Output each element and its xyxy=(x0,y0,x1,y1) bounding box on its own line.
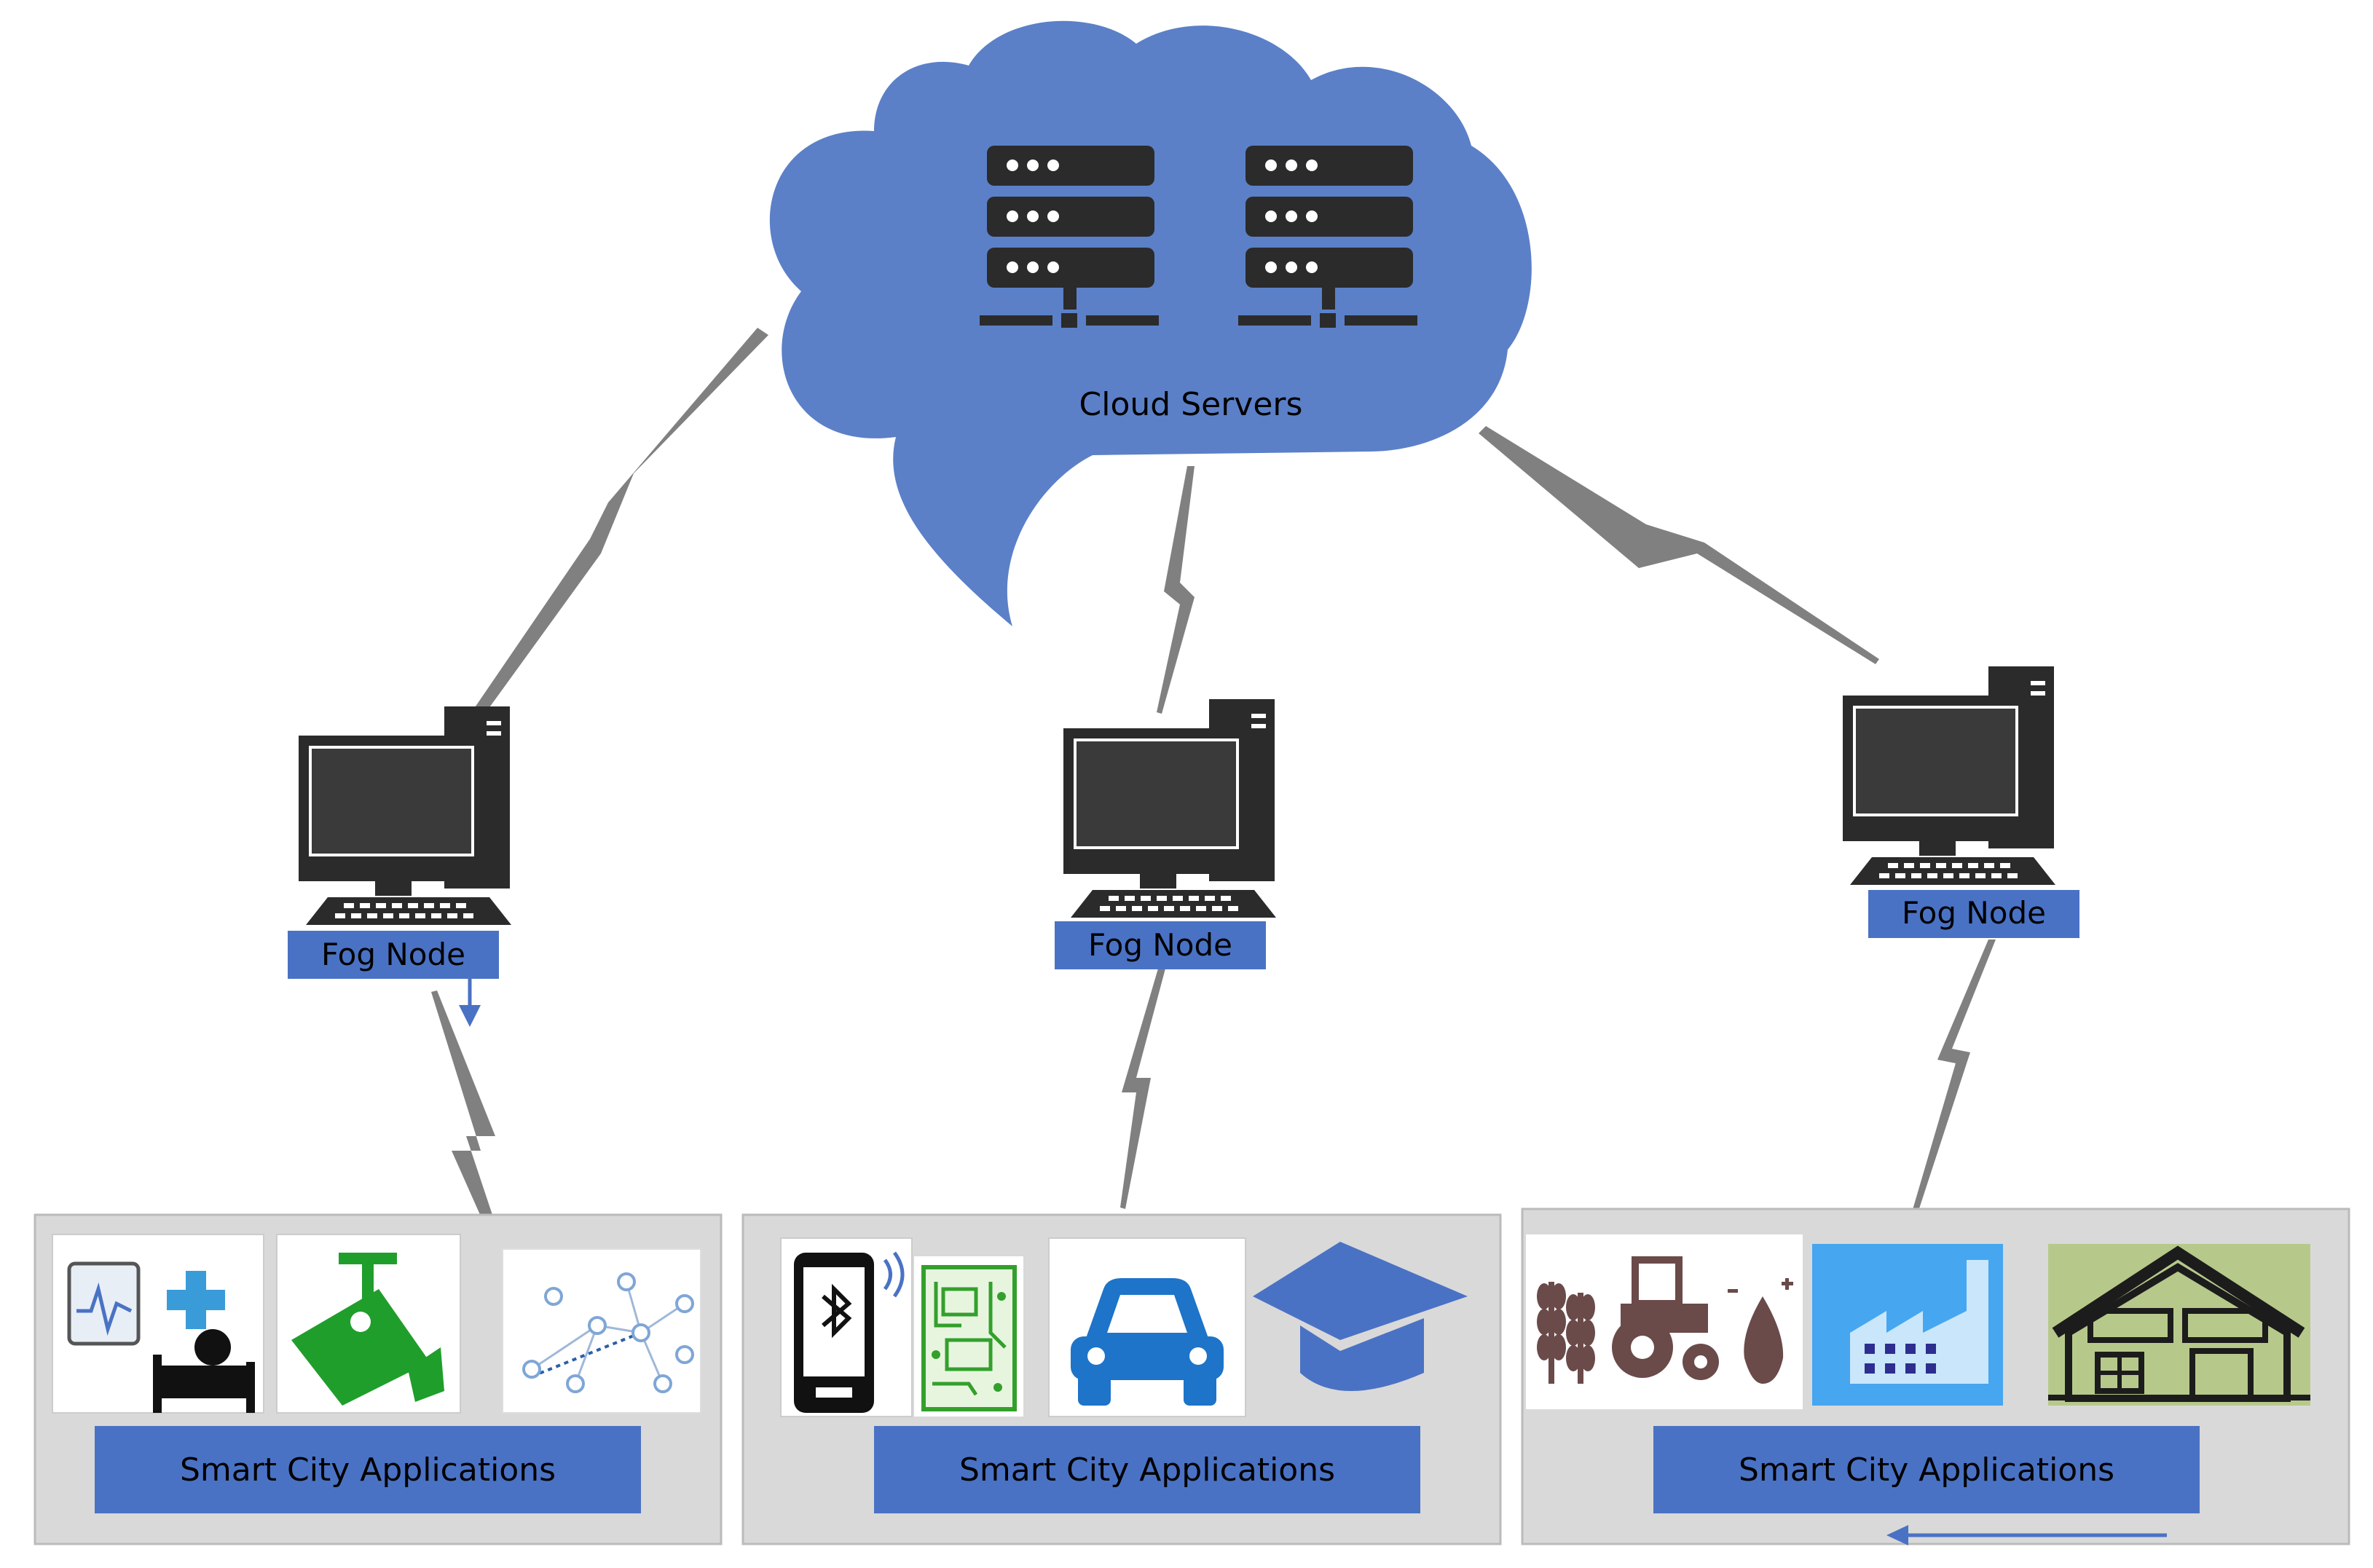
wireless-links xyxy=(431,328,1996,1269)
health-monitor-icon xyxy=(52,1234,264,1414)
fog-node-label-box xyxy=(1055,921,1266,969)
arrow-down-icon xyxy=(459,947,481,1027)
fog-node-center: Fog Node xyxy=(1055,698,1278,969)
app-label-box xyxy=(874,1426,1420,1513)
bluetooth-phone-icon xyxy=(780,1237,913,1417)
link-cloud-fog-left xyxy=(441,328,768,765)
desktop-computer-icon xyxy=(297,705,513,926)
link-fog-center-apps xyxy=(1120,969,1165,1209)
link-cloud-fog-center xyxy=(1157,466,1195,714)
desktop-computer-icon xyxy=(1062,698,1278,919)
cctv-camera-icon xyxy=(276,1234,461,1414)
app-group-left: Smart City Applications xyxy=(34,1213,723,1545)
arrow-left-icon xyxy=(1886,1525,2167,1545)
fog-node-label: Fog Node xyxy=(321,937,465,972)
fog-node-label: Fog Node xyxy=(1902,895,2046,931)
sensor-network-icon xyxy=(502,1248,701,1414)
fog-node-right: Fog Node xyxy=(1841,665,2079,938)
fog-node-label-box xyxy=(1868,890,2079,938)
cloud-label: Cloud Servers xyxy=(1079,386,1303,423)
car-icon xyxy=(1048,1237,1246,1417)
fog-node-left: Fog Node xyxy=(288,705,513,1027)
smart-home-icon xyxy=(2048,1244,2310,1406)
app-group-center: Smart City Applications xyxy=(741,1213,1502,1545)
cloud: Cloud Servers xyxy=(769,20,1532,627)
factory-icon xyxy=(1812,1244,2003,1406)
app-label-box xyxy=(1653,1426,2200,1513)
app-label: Smart City Applications xyxy=(180,1451,556,1489)
app-label: Smart City Applications xyxy=(1739,1451,2114,1489)
link-fog-right-apps xyxy=(1907,939,1996,1231)
graduation-cap-icon xyxy=(1253,1242,1468,1391)
fog-node-label-box xyxy=(288,931,499,979)
agriculture-icon xyxy=(1526,1234,1803,1409)
desktop-computer-icon xyxy=(1841,665,2057,886)
fog-node-label: Fog Node xyxy=(1088,927,1232,963)
circuit-board-icon xyxy=(914,1256,1023,1417)
link-cloud-fog-right xyxy=(1479,426,1879,664)
app-label-box xyxy=(95,1426,641,1513)
app-group-right: Smart City Applications xyxy=(1521,1207,2350,1545)
app-label: Smart City Applications xyxy=(959,1451,1335,1489)
